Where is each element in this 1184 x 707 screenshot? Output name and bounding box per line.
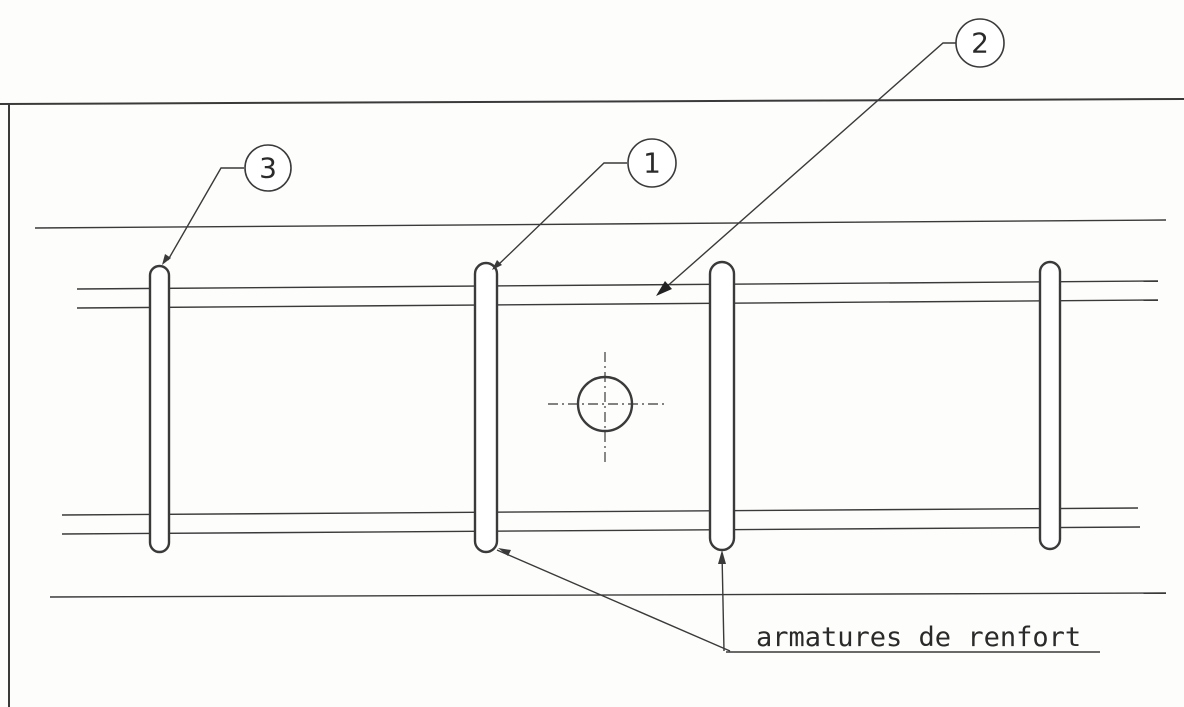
stirrup-3 [148, 264, 171, 554]
callout-2-label: 2 [971, 27, 989, 60]
callout-1: 1 [627, 138, 677, 188]
drawing-frame [0, 98, 1184, 707]
callout-1-label: 1 [643, 147, 661, 180]
callout-3-label: 3 [259, 152, 277, 185]
reinforcement-note: armatures de renfort [756, 622, 1081, 653]
callout-2: 2 [955, 18, 1005, 68]
leaders [162, 42, 1100, 653]
horizontal-lines [34, 219, 1167, 598]
stirrup-right [1038, 260, 1062, 551]
stirrups [148, 260, 1062, 554]
hole-with-centerlines [548, 352, 664, 462]
stirrup-reinforcement [708, 260, 736, 552]
stirrup-1 [473, 261, 499, 554]
longitudinal-rebars [61, 280, 1159, 535]
callout-3: 3 [244, 144, 292, 192]
